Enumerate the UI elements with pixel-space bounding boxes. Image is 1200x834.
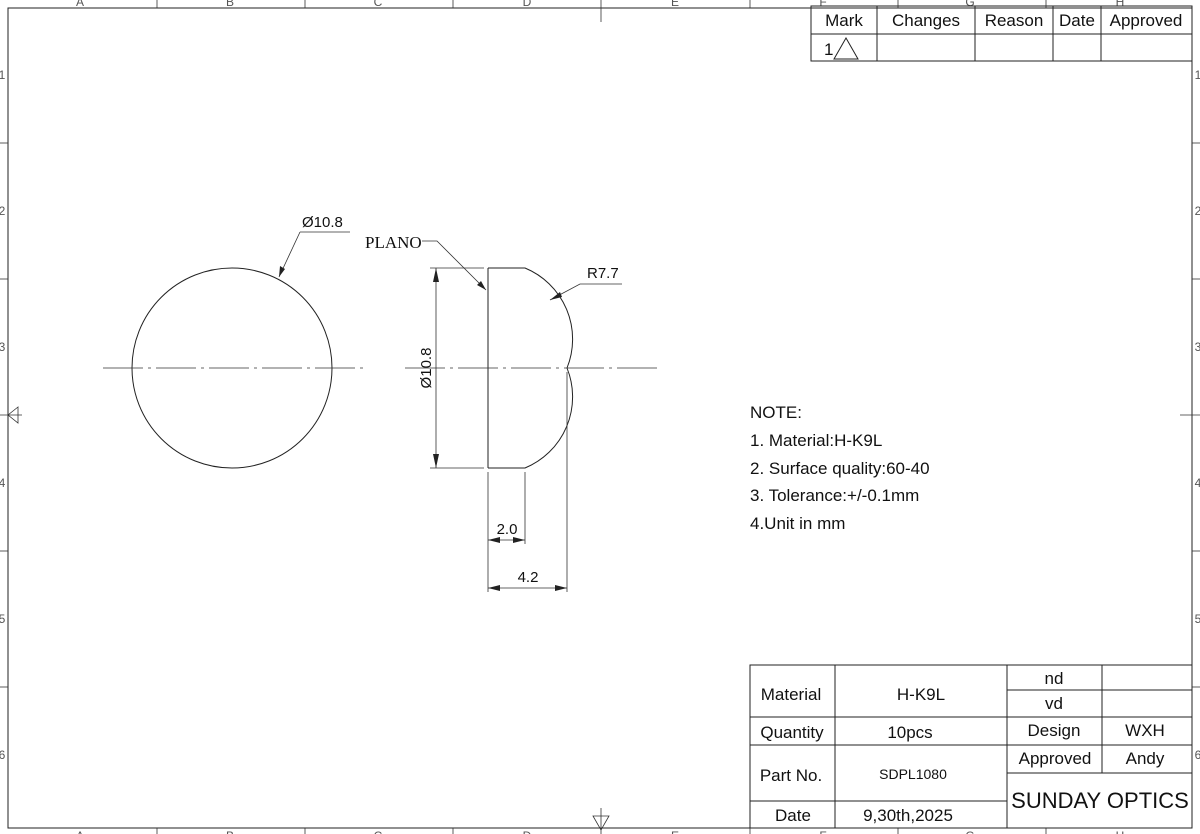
svg-text:5: 5 xyxy=(0,612,6,626)
part-no-label: Part No. xyxy=(760,766,822,785)
vd-label: vd xyxy=(1045,694,1063,713)
svg-text:G: G xyxy=(965,829,974,834)
note-item: 4.Unit in mm xyxy=(750,514,845,533)
svg-text:B: B xyxy=(226,829,234,834)
notes: NOTE: 1. Material:H-K9L 2. Surface quali… xyxy=(750,403,930,533)
centering-mark-left-icon xyxy=(0,406,22,424)
svg-text:1: 1 xyxy=(0,68,6,82)
note-item: 3. Tolerance:+/-0.1mm xyxy=(750,486,919,505)
title-block: Material H-K9L nd vd Quantity 10pcs Desi… xyxy=(749,664,1193,829)
svg-text:F: F xyxy=(819,829,826,834)
quantity-label: Quantity xyxy=(760,723,824,742)
zone-letters-top: A B C D E F G H xyxy=(76,0,1124,9)
approved-value: Andy xyxy=(1126,749,1165,768)
svg-text:6: 6 xyxy=(1195,748,1200,762)
front-diameter-label: Ø10.8 xyxy=(302,214,343,231)
design-value: WXH xyxy=(1125,721,1165,740)
note-item: 2. Surface quality:60-40 xyxy=(750,459,930,478)
material-label: Material xyxy=(761,685,821,704)
nd-label: nd xyxy=(1045,669,1064,688)
svg-text:6: 6 xyxy=(0,748,6,762)
zone-letters-bottom: A B C D E F G H xyxy=(76,829,1124,834)
centering-mark-bottom-icon xyxy=(592,808,610,834)
approved-label: Approved xyxy=(1019,749,1092,768)
header-date: Date xyxy=(1059,11,1095,30)
svg-text:A: A xyxy=(76,0,84,9)
svg-text:2: 2 xyxy=(1195,204,1200,218)
svg-text:1: 1 xyxy=(1195,68,1200,82)
part-no-value: SDPL1080 xyxy=(879,766,947,782)
svg-text:4: 4 xyxy=(1195,476,1200,490)
svg-text:E: E xyxy=(671,829,679,834)
header-approved: Approved xyxy=(1110,11,1183,30)
svg-text:4: 4 xyxy=(0,476,6,490)
svg-text:A: A xyxy=(76,829,84,834)
svg-text:5: 5 xyxy=(1195,612,1200,626)
date-value: 9,30th,2025 xyxy=(863,806,953,825)
header-changes: Changes xyxy=(892,11,960,30)
svg-text:C: C xyxy=(374,829,383,834)
svg-text:3: 3 xyxy=(0,340,6,354)
quantity-value: 10pcs xyxy=(887,723,932,742)
front-view: Ø10.8 xyxy=(103,214,365,469)
company-name: SUNDAY OPTICS xyxy=(1011,788,1189,813)
design-label: Design xyxy=(1028,721,1081,740)
triangle-icon xyxy=(833,36,859,60)
svg-text:F: F xyxy=(819,0,826,9)
material-value: H-K9L xyxy=(897,685,945,704)
revision-mark-number: 1 xyxy=(824,40,833,59)
edge-thickness-label: 2.0 xyxy=(497,521,518,538)
svg-text:D: D xyxy=(523,0,532,9)
center-thickness-label: 4.2 xyxy=(518,569,539,586)
svg-text:3: 3 xyxy=(1195,340,1200,354)
svg-text:H: H xyxy=(1116,0,1125,9)
zone-numbers-right: 1 2 3 4 5 6 xyxy=(1195,68,1200,762)
svg-text:B: B xyxy=(226,0,234,9)
drawing-border xyxy=(7,7,1193,829)
svg-text:D: D xyxy=(523,829,532,834)
side-diameter-label: Ø10.8 xyxy=(418,348,435,389)
svg-text:H: H xyxy=(1116,829,1125,834)
svg-text:C: C xyxy=(374,0,383,9)
revision-table: Mark Changes Reason Date Approved 1 xyxy=(810,5,1193,62)
zone-numbers-left: 1 2 3 4 5 6 xyxy=(0,68,6,762)
notes-title: NOTE: xyxy=(750,403,802,422)
header-reason: Reason xyxy=(985,11,1044,30)
svg-text:2: 2 xyxy=(0,204,6,218)
svg-text:E: E xyxy=(671,0,679,9)
date-label: Date xyxy=(775,806,811,825)
note-item: 1. Material:H-K9L xyxy=(750,431,882,450)
svg-text:G: G xyxy=(965,0,974,9)
side-view: Ø10.8 PLANO R7.7 2.0 4.2 xyxy=(365,233,658,592)
plano-label: PLANO xyxy=(365,233,422,252)
radius-label: R7.7 xyxy=(587,265,619,282)
header-mark: Mark xyxy=(825,11,863,30)
